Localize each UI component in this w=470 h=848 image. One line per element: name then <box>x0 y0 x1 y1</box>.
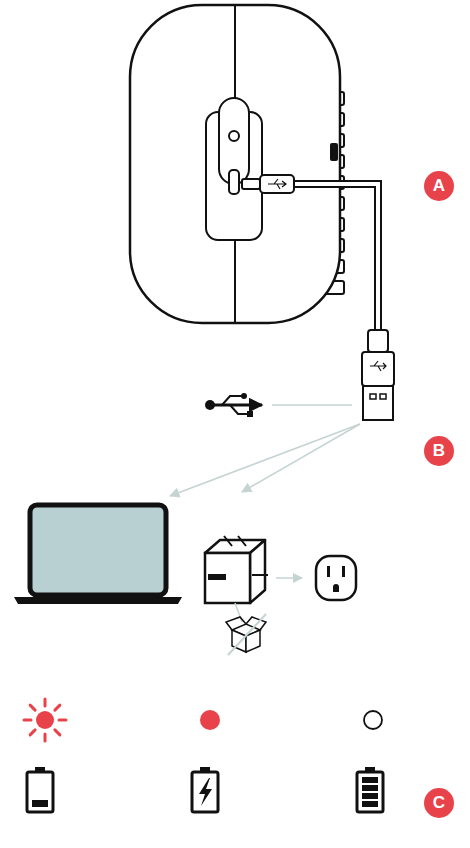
callout-letter: C <box>424 788 454 818</box>
cable-inner <box>292 184 378 332</box>
led-ray <box>44 734 47 741</box>
micro-usb-tip <box>242 179 260 189</box>
led-ray <box>24 719 31 722</box>
led-blinking-icon <box>24 699 66 741</box>
callout-label: C <box>433 793 445 813</box>
pointer-arrow <box>170 424 360 496</box>
usb-a-hole <box>380 394 386 399</box>
led-ray <box>59 719 66 722</box>
led-ray <box>44 699 47 706</box>
battery-low-icon <box>27 767 53 812</box>
led-ray <box>55 705 60 710</box>
pointer-arrow <box>276 577 302 579</box>
led-off-icon <box>364 711 382 729</box>
speaker-button <box>330 143 338 161</box>
cable-outline <box>292 184 378 332</box>
usb-symbol <box>205 393 262 417</box>
wall-outlet-icon <box>316 556 356 600</box>
wall-charger-icon <box>205 536 268 603</box>
callout-circle-shape <box>424 788 454 818</box>
callout-label: A <box>433 176 445 196</box>
led-ray <box>55 730 60 735</box>
micro-usb-port <box>229 170 239 194</box>
usb-a-collar <box>368 330 388 352</box>
usb-a-body <box>362 352 394 386</box>
plug-usb-mark <box>268 179 286 189</box>
port-panel <box>206 112 262 240</box>
pointer-line <box>272 404 352 406</box>
speaker-body <box>130 5 340 323</box>
battery-charging-icon <box>192 767 218 812</box>
callout-circle-shape <box>424 436 454 466</box>
callout-letter: B <box>424 436 454 466</box>
laptop-icon <box>14 505 182 604</box>
pointer-arrow <box>242 424 360 492</box>
usb-a-hole <box>370 394 376 399</box>
usb-a-mark <box>370 361 386 371</box>
led-solid-icon <box>200 710 220 730</box>
led-ray <box>30 705 35 710</box>
battery-full-icon <box>357 767 383 812</box>
callout-circle-shape <box>424 171 454 201</box>
usb-a-head <box>363 386 393 420</box>
callout-letter: A <box>424 171 454 201</box>
micro-usb-plug <box>260 175 294 193</box>
led-ray <box>30 730 35 735</box>
not-included-box-icon <box>226 614 266 655</box>
aux-port <box>229 131 239 141</box>
callout-label: B <box>433 441 445 461</box>
